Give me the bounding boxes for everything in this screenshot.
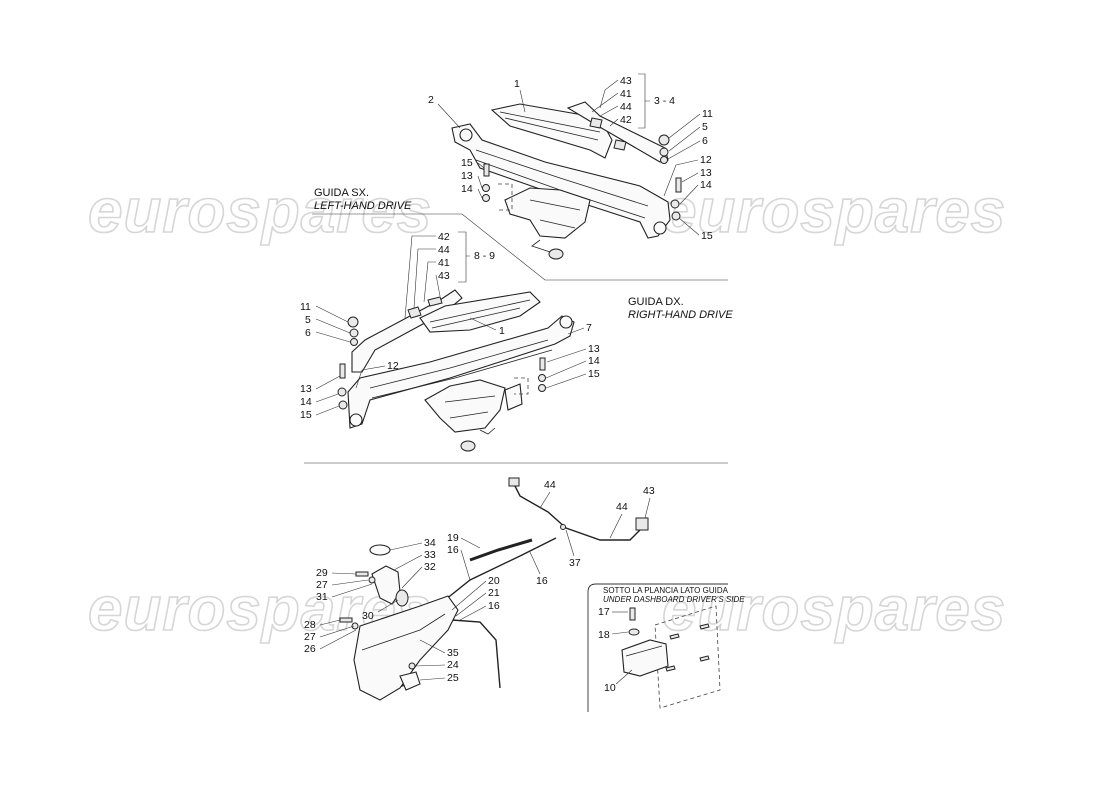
- callout-label: 43: [620, 75, 632, 87]
- callout-label: 13: [300, 383, 312, 395]
- callout-label: 14: [588, 355, 600, 367]
- section-subtitle-rhd: RIGHT-HAND DRIVE: [628, 309, 733, 321]
- wiring-harness: [513, 483, 641, 541]
- section-subtitle-lhd: LEFT-HAND DRIVE: [314, 200, 412, 212]
- watermark-text: eurospares: [88, 177, 432, 246]
- callout-label: 13: [461, 170, 473, 182]
- callouts-mid: 42 44 41 43 8 - 9 11 5 6 1 7 12 13 14 15…: [300, 231, 600, 421]
- callout-label: 42: [438, 231, 450, 243]
- wiper-blade: [490, 103, 613, 159]
- section-title-lhd: GUIDA SX.: [314, 187, 369, 199]
- callout-label: 12: [700, 154, 712, 166]
- callout-label: 13: [700, 167, 712, 179]
- filler-cap: [369, 544, 391, 556]
- wiper-blade: [419, 291, 541, 333]
- wiper-linkage-rhd: [451, 101, 682, 260]
- callout-label: 16: [447, 544, 459, 556]
- watermark-text: eurospares: [662, 177, 1006, 246]
- callout-label: 27: [304, 631, 316, 643]
- callout-label: 17: [598, 606, 610, 618]
- callout-label: 26: [304, 643, 316, 655]
- group-label: 8 - 9: [474, 250, 495, 262]
- callout-label: 32: [424, 561, 436, 573]
- callout-label: 34: [424, 537, 436, 549]
- callout-label: 15: [588, 368, 600, 380]
- callout-label: 11: [300, 301, 311, 313]
- callout-label: 28: [304, 619, 316, 631]
- callout-label: 5: [305, 314, 311, 326]
- relay-module: [621, 639, 669, 677]
- callout-label: 12: [387, 360, 399, 372]
- inset-frame: [587, 583, 728, 712]
- callout-label: 15: [300, 409, 312, 421]
- wiper-linkage-lhd: [337, 289, 575, 452]
- callout-label: 41: [438, 257, 450, 269]
- callout-label: 10: [604, 682, 616, 694]
- section-labels: GUIDA SX. LEFT-HAND DRIVE GUIDA DX. RIGH…: [312, 187, 733, 321]
- callout-label: 20: [488, 575, 500, 587]
- callout-label: 19: [447, 532, 459, 544]
- callout-label: 44: [438, 244, 450, 256]
- callout-label: 1: [514, 78, 520, 90]
- hose-sleeve: [469, 538, 533, 562]
- watermark-layer: eurospares eurospares eurospares eurospa…: [87, 176, 1006, 645]
- watermark-text: eurospares: [662, 575, 1006, 644]
- callouts-bottom: 44 43 44 37 19 16 16 34 33 32 29 27 31 3…: [304, 479, 655, 684]
- callout-label: 44: [544, 479, 556, 491]
- linkage-frame: [451, 123, 671, 239]
- callout-label: 41: [620, 88, 632, 100]
- washer-pump: [399, 671, 421, 691]
- callout-label: 1: [499, 325, 505, 337]
- callout-label: 5: [702, 121, 708, 133]
- callout-label: 16: [536, 575, 548, 587]
- callout-label: 31: [316, 591, 328, 603]
- callout-label: 16: [488, 600, 500, 612]
- callout-label: 27: [316, 579, 328, 591]
- callout-label: 14: [300, 396, 312, 408]
- callout-label: 15: [461, 157, 473, 169]
- screw: [629, 607, 636, 621]
- callout-label: 29: [316, 567, 328, 579]
- callout-label: 18: [598, 629, 610, 641]
- callout-label: 15: [701, 230, 713, 242]
- under-dashboard-inset: SOTTO LA PLANCIA LATO GUIDA UNDER DASHBO…: [587, 583, 745, 712]
- callout-label: 11: [702, 108, 713, 120]
- callout-label: 42: [620, 114, 632, 126]
- callout-label: 44: [620, 101, 632, 113]
- callout-label: 25: [447, 672, 459, 684]
- section-divider-diagonal: [312, 213, 728, 281]
- callout-label: 6: [702, 135, 708, 147]
- callout-label: 35: [447, 647, 459, 659]
- section-title-rhd: GUIDA DX.: [628, 296, 684, 308]
- callout-label: 33: [424, 549, 436, 561]
- callout-label: 43: [438, 270, 450, 282]
- wiper-motor: [424, 379, 506, 433]
- linkage-frame: [347, 315, 575, 429]
- washer: [628, 628, 640, 636]
- callout-label: 14: [700, 179, 712, 191]
- inset-title: SOTTO LA PLANCIA LATO GUIDA: [603, 586, 729, 595]
- callout-label: 6: [305, 327, 311, 339]
- callout-label: 14: [461, 183, 473, 195]
- callout-label: 7: [586, 322, 592, 334]
- callout-label: 21: [488, 587, 500, 599]
- callout-label: 13: [588, 343, 600, 355]
- washer-system: [339, 477, 649, 701]
- callout-label: 24: [447, 659, 459, 671]
- group-label: 3 - 4: [654, 95, 675, 107]
- inset-subtitle: UNDER DASHBOARD DRIVER'S SIDE: [603, 595, 745, 604]
- callout-label: 43: [643, 485, 655, 497]
- callout-label: 30: [362, 610, 374, 622]
- callouts-top: 1 2 43 41 44 42 3 - 4 11 5 6 12 13 14 15…: [428, 73, 713, 242]
- callout-label: 2: [428, 94, 434, 106]
- callout-label: 44: [616, 501, 628, 513]
- wiper-motor: [504, 187, 591, 239]
- callout-label: 37: [569, 557, 581, 569]
